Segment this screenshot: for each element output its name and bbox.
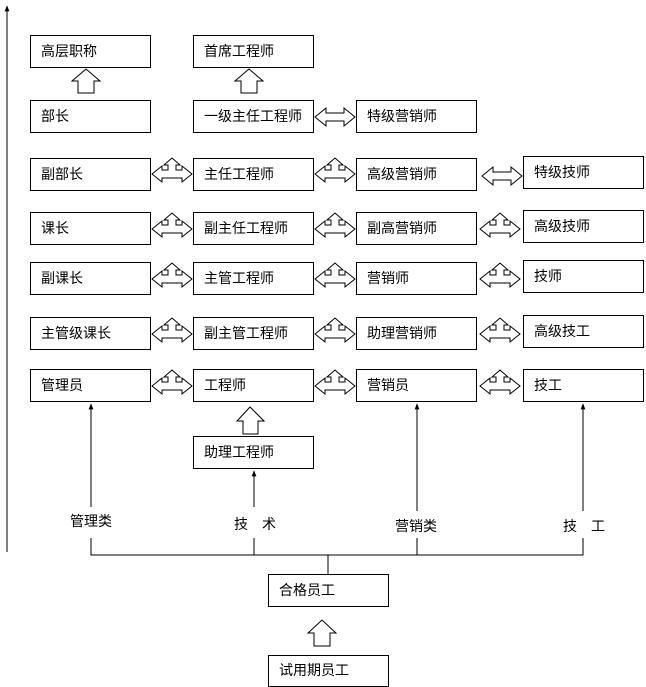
qualified-employee-box: 合格员工 [268,574,389,607]
senior-title-box: 高层职称 [30,35,151,68]
worker-box-senior-worker: 高级技工 [523,315,644,348]
sales-box-assistant-marketer: 助理营销师 [356,317,477,350]
sales-box-deputy-senior-marketer: 副高营销师 [356,212,477,245]
category-label-sales: 营销类 [395,519,437,535]
category-label-tech: 技 术 [234,517,276,533]
category-label-admin: 管理类 [70,514,112,530]
tech-box-deputy-supervising-engineer: 副主管工程师 [193,317,314,350]
tech-box-supervising-engineer: 主管工程师 [193,262,314,295]
admin-box-supervisor-section-chief: 主管级课长 [30,317,151,350]
tech-box-first-chief-engineer: 一级主任工程师 [193,100,314,133]
admin-box-vice-minister: 副部长 [30,158,151,191]
tech-box-deputy-chief-engineer: 副主任工程师 [193,212,314,245]
double-arrow [314,106,356,128]
sales-box-senior-marketer: 高级营销师 [356,158,477,191]
sales-box-special-marketer: 特级营销师 [356,100,477,133]
worker-box-senior-technician: 高级技师 [523,210,644,243]
hollow-up-arrow [70,68,102,94]
hollow-up-arrow [235,406,266,435]
hollow-up-arrow [306,619,338,647]
admin-box-section-chief: 课长 [30,212,151,245]
category-label-worker: 技 工 [563,519,605,535]
chief-engineer-box: 首席工程师 [193,35,314,68]
tech-box-engineer: 工程师 [193,369,314,402]
hollow-up-arrow [233,68,265,94]
three-way-connector [151,157,521,396]
probation-employee-box: 试用期员工 [268,655,389,687]
admin-box-administrator: 管理员 [30,369,151,402]
sales-box-sales-rep: 营销员 [356,369,477,402]
double-arrow [481,165,523,187]
admin-box-deputy-section-chief: 副课长 [30,262,151,295]
worker-box-technician: 技师 [523,260,644,293]
category-bracket [90,538,584,556]
sales-box-marketer: 营销师 [356,262,477,295]
admin-box-minister: 部长 [30,100,151,133]
tech-box-chief-engineer: 主任工程师 [193,158,314,191]
worker-box-special-technician: 特级技师 [523,156,644,189]
assistant-engineer-box: 助理工程师 [193,436,314,469]
worker-box-worker: 技工 [523,369,644,402]
